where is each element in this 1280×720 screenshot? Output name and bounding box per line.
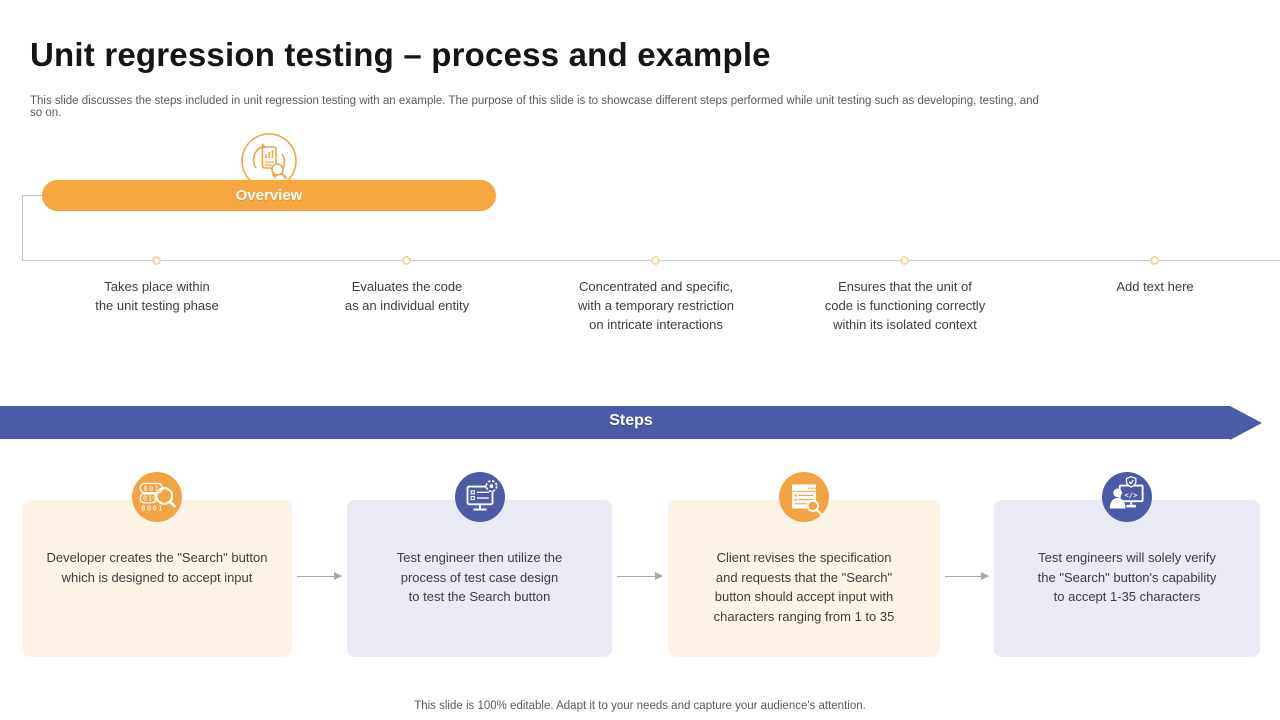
document-revision-search-icon xyxy=(779,472,829,522)
step-card-4-text: Test engineers will solely verify the "S… xyxy=(1037,550,1217,604)
step-card-4[interactable]: Test engineers will solely verify the "S… xyxy=(994,500,1260,657)
engineer-verify-code-icon: </> xyxy=(1102,472,1152,522)
connector-line-horizontal xyxy=(22,195,42,196)
timeline-node xyxy=(900,256,909,265)
overview-pill[interactable]: Overview xyxy=(42,180,496,211)
timeline-node xyxy=(1150,256,1159,265)
timeline-node xyxy=(651,256,660,265)
svg-text:</>: </> xyxy=(1124,491,1138,500)
document-analysis-refresh-icon xyxy=(241,133,297,189)
timeline-node xyxy=(402,256,411,265)
slide-subtitle[interactable]: This slide discusses the steps included … xyxy=(30,95,1039,119)
step-card-1-text: Developer creates the "Search" button wh… xyxy=(46,550,268,585)
step-card-3[interactable]: Client revises the specification and req… xyxy=(668,500,940,657)
svg-text:0001: 0001 xyxy=(141,505,164,513)
flow-arrow-1 xyxy=(297,572,342,580)
svg-text:010: 010 xyxy=(143,495,158,503)
monitor-checklist-gear-icon xyxy=(455,472,505,522)
timeline-node xyxy=(152,256,161,265)
timeline-item-4[interactable]: Ensures that the unit of code is functio… xyxy=(824,279,986,332)
step-card-2[interactable]: Test engineer then utilize the process o… xyxy=(347,500,612,657)
connector-line-vertical xyxy=(22,195,23,260)
svg-text:001: 001 xyxy=(143,485,160,493)
step-card-1[interactable]: Developer creates the "Search" button wh… xyxy=(22,500,292,657)
slide-footer[interactable]: This slide is 100% editable. Adapt it to… xyxy=(414,700,866,712)
step-card-2-text: Test engineer then utilize the process o… xyxy=(396,550,563,604)
timeline-item-3[interactable]: Concentrated and specific, with a tempor… xyxy=(577,279,735,332)
overview-label: Overview xyxy=(235,187,303,204)
flow-arrow-3 xyxy=(945,572,989,580)
step-card-3-text: Client revises the specification and req… xyxy=(713,550,895,624)
slide-title[interactable]: Unit regression testing – process and ex… xyxy=(30,36,771,73)
steps-banner[interactable]: Steps xyxy=(0,405,1262,440)
binary-code-search-icon: 001 010 0001 xyxy=(132,472,182,522)
timeline-item-5-placeholder[interactable]: Add text here xyxy=(1116,279,1194,294)
timeline-item-2[interactable]: Evaluates the code as an individual enti… xyxy=(344,279,470,313)
steps-label: Steps xyxy=(609,412,653,429)
flow-arrow-2 xyxy=(617,572,663,580)
timeline-item-1[interactable]: Takes place within the unit testing phas… xyxy=(95,279,219,313)
